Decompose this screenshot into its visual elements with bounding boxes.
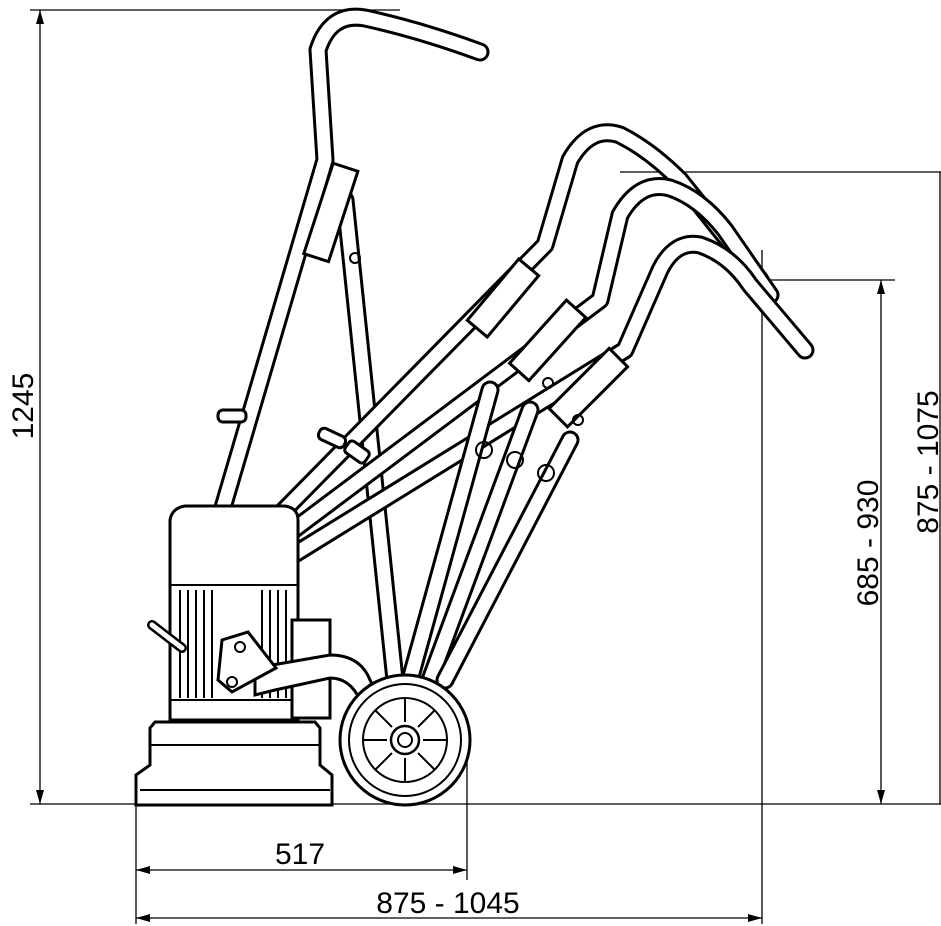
handle-positions	[202, 7, 815, 690]
wheel-base-label: 517	[275, 838, 325, 871]
handle-height-high-label: 875 - 1075	[912, 390, 941, 533]
handle-height-low-label: 685 - 930	[852, 480, 885, 607]
overall-height-label: 1245	[7, 373, 40, 440]
transport-wheel	[338, 673, 472, 807]
overall-length-label: 875 - 1045	[376, 887, 519, 920]
grinder-body	[134, 504, 383, 807]
